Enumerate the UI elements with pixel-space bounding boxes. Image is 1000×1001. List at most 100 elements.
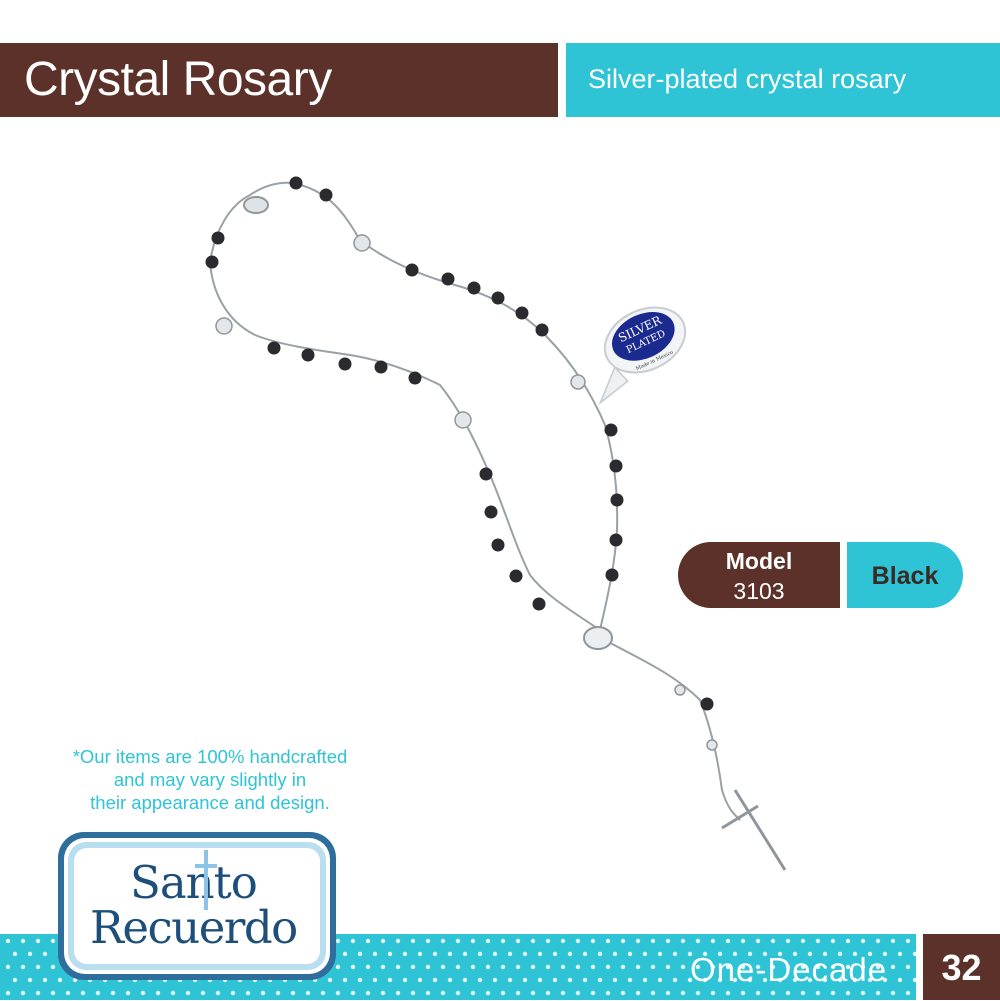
dot [42, 977, 48, 983]
dot [425, 938, 431, 944]
dot [912, 951, 916, 957]
dot [710, 990, 716, 996]
dot [650, 938, 656, 944]
dot [515, 938, 521, 944]
dot [20, 938, 26, 944]
silver-bead [674, 684, 686, 696]
dot [890, 990, 896, 996]
model-badge [678, 542, 840, 608]
dot [860, 938, 866, 944]
dot [695, 938, 701, 944]
dot [365, 964, 371, 970]
dot [890, 938, 896, 944]
dot [867, 951, 873, 957]
dot [470, 938, 476, 944]
dot [515, 990, 521, 996]
dot [5, 990, 11, 996]
dot [605, 938, 611, 944]
logo-cross-icon [195, 850, 217, 910]
dot [672, 977, 678, 983]
dot [500, 938, 506, 944]
dot [27, 977, 33, 983]
dot [155, 990, 161, 996]
silver-bead [706, 739, 718, 751]
dot [777, 977, 783, 983]
dot [852, 951, 858, 957]
dot [357, 951, 363, 957]
dot [395, 990, 401, 996]
dot [590, 990, 596, 996]
dot [620, 938, 626, 944]
dot [492, 977, 498, 983]
dot [792, 977, 798, 983]
dot [732, 951, 738, 957]
dot [50, 990, 56, 996]
dot [762, 977, 768, 983]
dot [635, 990, 641, 996]
dot [665, 990, 671, 996]
dot [50, 938, 56, 944]
dot [620, 990, 626, 996]
dot [605, 964, 611, 970]
dot [410, 938, 416, 944]
dot [702, 951, 708, 957]
dot [485, 938, 491, 944]
dot [785, 938, 791, 944]
dot [627, 951, 633, 957]
rosary-tail-chain [597, 635, 741, 821]
bead [609, 533, 623, 547]
dot [650, 964, 656, 970]
dot [620, 964, 626, 970]
dot [500, 964, 506, 970]
dot [642, 951, 648, 957]
dot [110, 990, 116, 996]
dot [447, 977, 453, 983]
dot [125, 990, 131, 996]
dot [582, 977, 588, 983]
dot [725, 990, 731, 996]
dot [20, 964, 26, 970]
dot [905, 990, 911, 996]
bead [479, 467, 493, 481]
dot [515, 964, 521, 970]
dot [597, 951, 603, 957]
dot [665, 964, 671, 970]
dot [560, 990, 566, 996]
dot [410, 964, 416, 970]
dot [320, 990, 326, 996]
dot [882, 951, 888, 957]
dot [740, 990, 746, 996]
dot [545, 964, 551, 970]
dot [500, 990, 506, 996]
dot [380, 964, 386, 970]
silver-plated-tag: SILVER PLATED Made in Mexico [598, 306, 687, 406]
dot [725, 964, 731, 970]
dot [845, 990, 851, 996]
dot [830, 964, 836, 970]
page-subtitle: Silver-plated crystal rosary [588, 64, 907, 94]
dot [635, 938, 641, 944]
bead [700, 697, 714, 711]
silver-bead [215, 317, 233, 335]
dot [770, 964, 776, 970]
dot [417, 951, 423, 957]
dot [470, 964, 476, 970]
dot [387, 977, 393, 983]
dot [425, 964, 431, 970]
dot [552, 977, 558, 983]
dot [492, 951, 498, 957]
dot [695, 964, 701, 970]
dot [455, 938, 461, 944]
dot [785, 964, 791, 970]
dot [800, 938, 806, 944]
dot [80, 990, 86, 996]
dot [875, 990, 881, 996]
dot [425, 990, 431, 996]
dot [815, 964, 821, 970]
dot [335, 964, 341, 970]
dot [590, 964, 596, 970]
dot [657, 951, 663, 957]
dot [710, 964, 716, 970]
dot [800, 964, 806, 970]
dot [890, 964, 896, 970]
